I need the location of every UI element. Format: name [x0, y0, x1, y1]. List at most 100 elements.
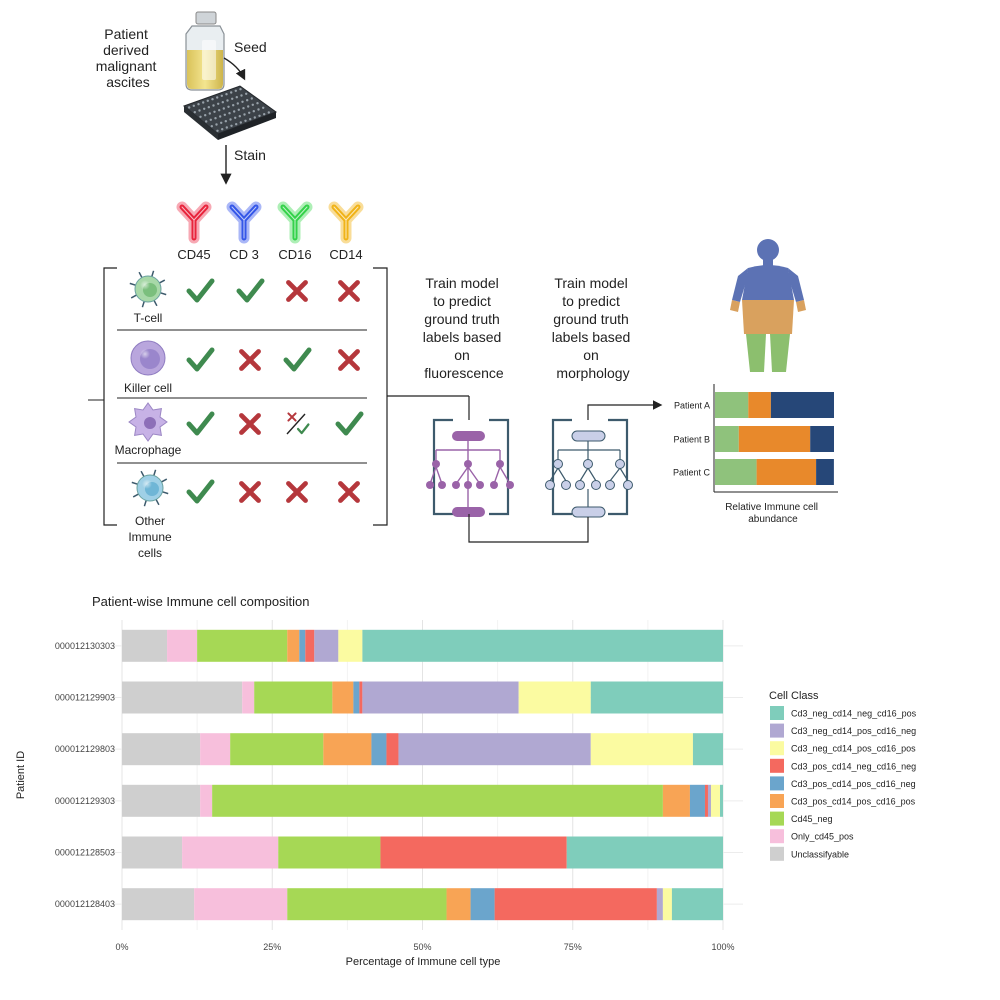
- y-tick-label: 000012128503: [55, 848, 115, 858]
- bar-segment: [371, 733, 387, 766]
- bar-segment: [689, 784, 705, 817]
- bar-segment: [332, 681, 354, 714]
- step2-label-line: ground truth: [553, 311, 629, 327]
- mini-chart-segment: [738, 426, 811, 452]
- antibody-icon: [226, 201, 262, 244]
- bar-segment: [230, 733, 324, 766]
- bar-segment: [692, 733, 723, 766]
- legend-label: Cd3_neg_cd14_pos_cd16_pos: [791, 744, 916, 754]
- bar-segment: [590, 681, 723, 714]
- bar-segment: [494, 888, 657, 921]
- cell-type-label: Other: [135, 514, 165, 528]
- cross-icon: [239, 349, 261, 371]
- x-tick-label: 0%: [115, 942, 128, 952]
- bar-segment: [707, 784, 711, 817]
- immune-cell-icon: [131, 469, 169, 507]
- workflow-diagram: Patient derived malignant ascites Seed S…: [88, 11, 838, 560]
- legend-swatch: [770, 794, 784, 808]
- bar-segment: [720, 784, 723, 817]
- legend-swatch: [770, 758, 784, 773]
- bar-segment: [359, 681, 363, 714]
- human-body-icon: [730, 239, 806, 372]
- legend-item: Unclassifyable: [770, 846, 849, 861]
- legend-swatch: [770, 846, 784, 861]
- seed-label: Seed: [234, 39, 267, 55]
- bar-segment: [242, 681, 255, 714]
- mini-chart-row-label: Patient C: [673, 468, 711, 478]
- cross-icon: [287, 412, 297, 422]
- legend-label: Cd3_pos_cd14_neg_cd16_neg: [791, 761, 916, 771]
- check-icon: [283, 347, 312, 372]
- source-label-line: Patient: [104, 26, 148, 42]
- legend-label: Only_cd45_pos: [791, 832, 854, 842]
- bar-segment: [122, 888, 195, 921]
- step1-label-line: Train model: [425, 275, 498, 291]
- bar-segment: [305, 629, 315, 662]
- step1-label-line: labels based: [423, 329, 502, 345]
- chart-gridlines: [112, 620, 743, 930]
- step2-label-line: on: [583, 347, 599, 363]
- y-tick-label: 000012128403: [55, 899, 115, 909]
- immune-cell-icon: [129, 270, 167, 308]
- bar-segment: [122, 629, 168, 662]
- bar-segment: [200, 784, 213, 817]
- legend-label: Cd3_pos_cd14_pos_cd16_pos: [791, 797, 916, 807]
- cell-type-label: Killer cell: [124, 381, 172, 395]
- x-tick-label: 25%: [263, 942, 281, 952]
- bar-segment: [194, 888, 288, 921]
- legend-item: Cd3_neg_cd14_pos_cd16_pos: [770, 741, 916, 756]
- bar-row: [122, 681, 723, 714]
- legend-swatch: [770, 776, 784, 791]
- check-icon: [186, 411, 215, 436]
- neural-network-fluorescence-icon: [426, 418, 514, 517]
- bar-segment: [122, 681, 243, 714]
- bar-row: [122, 836, 723, 869]
- cell-type-label: Macrophage: [115, 443, 182, 457]
- cell-type-label: T-cell: [134, 311, 163, 325]
- mini-chart-segment: [770, 392, 834, 418]
- bar-segment: [122, 784, 201, 817]
- cell-type-label: Immune: [128, 530, 172, 544]
- bar-segment: [518, 681, 591, 714]
- x-tick-label: 100%: [711, 942, 734, 952]
- neural-network-morphology-icon: [545, 418, 633, 518]
- y-tick-labels: 0000121303030000121299030000121298030000…: [55, 641, 115, 909]
- mini-chart-segment: [810, 426, 834, 452]
- bar-segment: [299, 629, 306, 662]
- legend-label: Cd45_neg: [791, 814, 833, 824]
- mini-chart-row-label: Patient B: [673, 435, 710, 445]
- mini-chart-caption: Relative Immune cell abundance: [725, 502, 821, 525]
- cross-icon: [338, 280, 360, 302]
- bar-segment: [398, 733, 591, 766]
- legend-item: Cd3_neg_cd14_neg_cd16_pos: [770, 706, 917, 720]
- mini-chart-bar: Patient B: [673, 426, 834, 452]
- step2-label: Train model to predict ground truth labe…: [552, 275, 635, 381]
- check-icon: [186, 479, 215, 504]
- bar-segment: [566, 836, 723, 869]
- source-label-line: malignant: [96, 58, 157, 74]
- mini-chart-caption-line: abundance: [748, 514, 798, 525]
- bar-segment: [314, 629, 339, 662]
- legend-swatch: [770, 741, 784, 756]
- cell-type-label: cells: [138, 546, 162, 560]
- legend-label: Cd3_pos_cd14_pos_cd16_neg: [791, 779, 916, 789]
- bar-row: [122, 784, 723, 817]
- step1-label-line: ground truth: [424, 311, 500, 327]
- bar-segment: [122, 733, 201, 766]
- legend-item: Cd3_pos_cd14_pos_cd16_pos: [770, 794, 916, 808]
- legend-item: Cd45_neg: [770, 811, 833, 826]
- well-plate-icon: [183, 85, 278, 140]
- mini-chart-bar: Patient C: [673, 459, 834, 485]
- network-connector: [468, 514, 589, 543]
- legend-swatch: [770, 829, 784, 844]
- antibody-icon: [277, 201, 313, 244]
- cell-type-row: Killer cell: [124, 340, 360, 395]
- check-icon: [236, 278, 265, 303]
- bar-segment: [323, 733, 372, 766]
- bar-segment: [287, 888, 447, 921]
- step2-label-line: morphology: [556, 365, 629, 381]
- source-label-line: ascites: [106, 74, 150, 90]
- mini-chart-caption-line: Relative Immune cell: [725, 502, 818, 513]
